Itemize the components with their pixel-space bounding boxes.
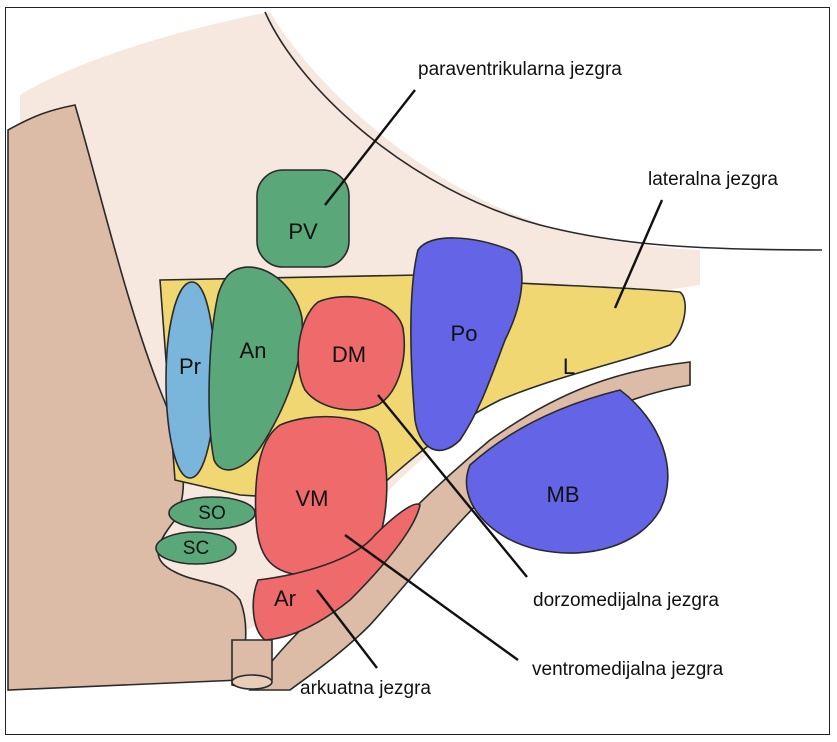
region-mb-shape [466, 390, 667, 553]
callout-dorsomedial: dorzomedijalna jezgra [533, 590, 719, 611]
region-pr-shape [166, 282, 215, 478]
region-label-l: L [563, 354, 575, 379]
callout-ventromedial: ventromedijalna jezgra [532, 659, 724, 680]
callout-arcuate: arkuatna jezgra [300, 678, 431, 699]
callout-paraventricular: paraventrikularna jezgra [418, 59, 622, 80]
region-label-pv: PV [288, 219, 318, 244]
region-label-vm: VM [296, 486, 329, 511]
region-label-pr: Pr [179, 354, 201, 379]
region-label-so: SO [198, 503, 225, 524]
region-label-an: An [240, 338, 267, 363]
callout-lateral: lateralna jezgra [648, 169, 778, 190]
region-label-sc: SC [183, 538, 209, 559]
region-label-ar: Ar [274, 586, 296, 611]
region-label-mb: MB [547, 482, 580, 507]
region-label-dm: DM [332, 342, 366, 367]
stalk-end [232, 675, 272, 689]
region-label-po: Po [451, 321, 478, 346]
